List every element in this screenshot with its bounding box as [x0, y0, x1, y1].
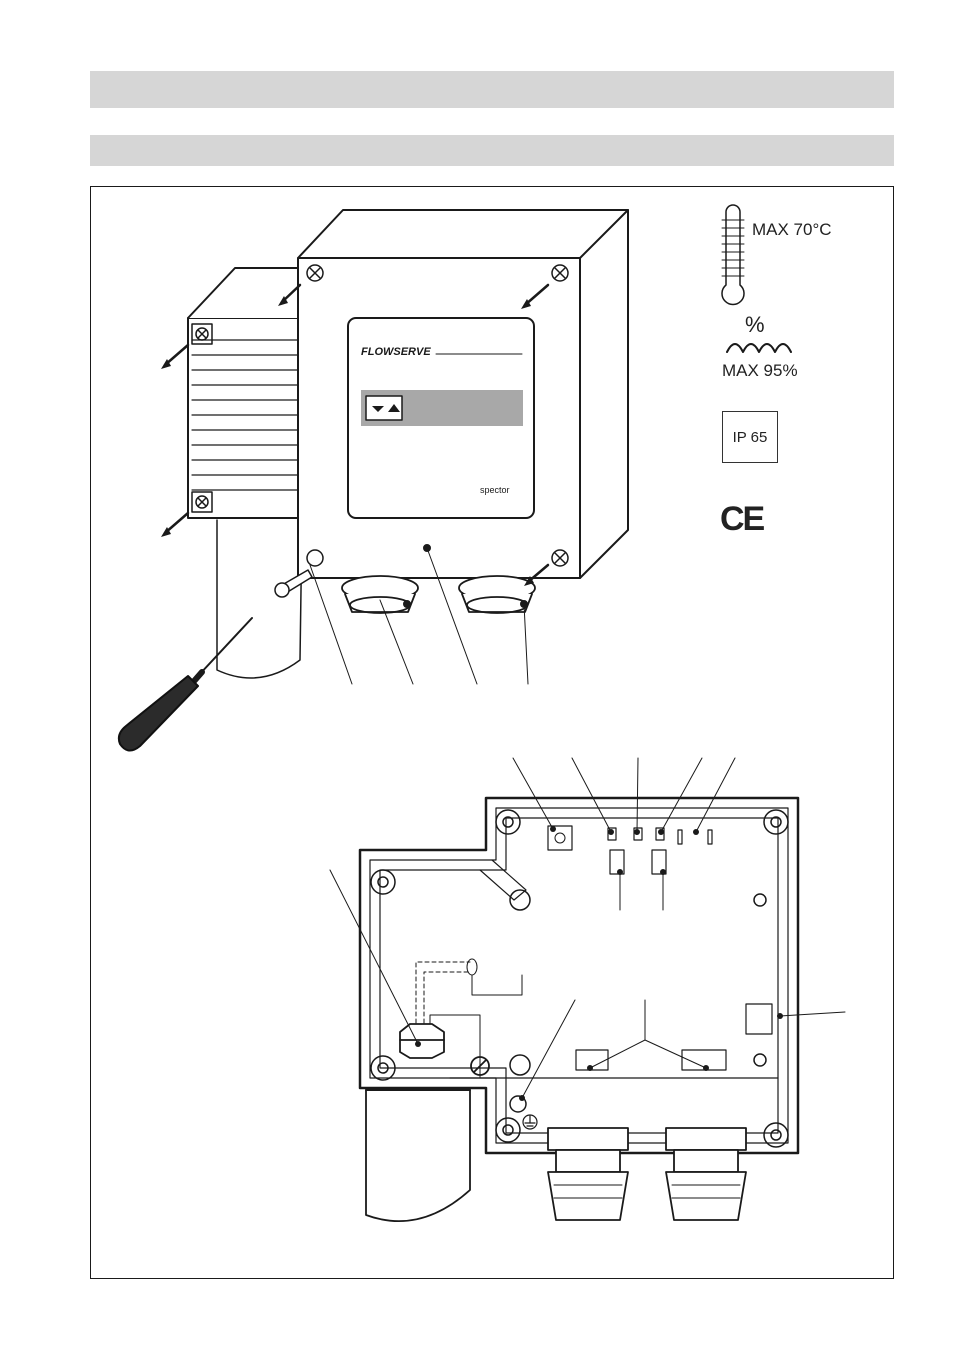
humidity-symbol: %	[745, 312, 765, 337]
temperature-spec: MAX 70°C	[752, 220, 832, 239]
screwdriver-icon	[117, 617, 253, 752]
brand-label: FLOWSERVE	[361, 346, 431, 358]
sub-brand-label: spector	[480, 485, 510, 495]
humidity-icon	[726, 343, 792, 353]
ce-mark-icon: CE	[720, 500, 765, 538]
thermometer-icon	[721, 204, 745, 306]
device-housing	[161, 209, 629, 685]
header-bar-2	[90, 135, 894, 166]
header-bar-1	[90, 71, 894, 108]
figure-frame	[90, 186, 894, 1279]
ground-icon	[522, 1114, 538, 1130]
humidity-spec: MAX 95%	[722, 361, 798, 380]
ip-rating-badge: IP 65	[722, 411, 778, 463]
terminal-box	[329, 757, 846, 1222]
ip-rating-label: IP 65	[732, 428, 768, 446]
